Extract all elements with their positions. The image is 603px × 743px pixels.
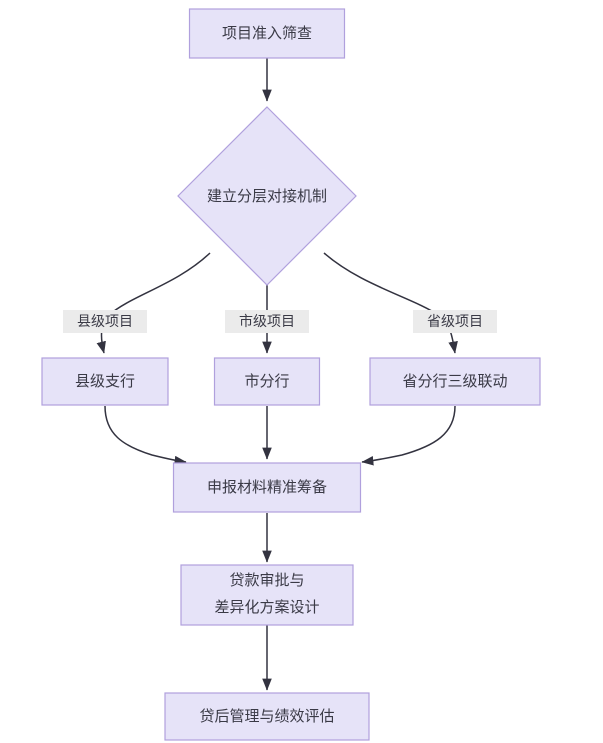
node-tiered-docking-mechanism-label: 建立分层对接机制	[207, 188, 327, 205]
node-city-branch-shape[interactable]	[213, 357, 321, 406]
edge-label-city: 市级项目	[225, 310, 309, 333]
edge-n5-n6	[361, 405, 456, 466]
node-post-loan-management-shape[interactable]	[164, 692, 370, 741]
node-county-branch-label: 县级支行	[75, 373, 135, 390]
node-post-loan-management-label: 贷后管理与绩效评估	[199, 708, 334, 725]
node-application-material-preparation-shape[interactable]	[172, 462, 362, 513]
node-application-material-preparation[interactable]: 申报材料精准筹备	[172, 462, 362, 513]
node-tiered-docking-mechanism-shape[interactable]	[177, 106, 357, 286]
node-city-branch-label: 市分行	[244, 373, 289, 390]
edge-label-county-bg	[63, 310, 147, 333]
node-loan-approval-and-differentiated-design[interactable]: 贷款审批与 差异化方案设计	[180, 564, 354, 626]
node-city-branch[interactable]: 市分行	[213, 357, 321, 406]
edge-label-county-text: 县级项目	[77, 313, 133, 329]
node-county-branch[interactable]: 县级支行	[41, 357, 169, 406]
edge-label-city-text: 市级项目	[239, 313, 295, 329]
node-layer: 项目准入筛查 建立分层对接机制 县级支行 市分行 省分行三级联动 申报材料精准筹	[41, 8, 541, 741]
node-provincial-three-tier-linkage-shape[interactable]	[369, 357, 541, 406]
edge-n3-n6	[104, 405, 187, 466]
node-project-access-screening[interactable]: 项目准入筛查	[188, 8, 346, 59]
node-project-access-screening-label: 项目准入筛查	[222, 25, 312, 42]
edge-label-province-bg	[413, 310, 497, 333]
node-loan-approval-and-differentiated-design-shape[interactable]	[180, 564, 354, 626]
node-county-branch-shape[interactable]	[41, 357, 169, 406]
node-loan-approval-label-line2: 差异化方案设计	[214, 598, 319, 616]
node-tiered-docking-mechanism[interactable]: 建立分层对接机制	[177, 106, 357, 286]
edge-label-province: 省级项目	[413, 310, 497, 333]
edge-layer	[96, 58, 458, 691]
edge-label-province-text: 省级项目	[427, 313, 483, 329]
node-post-loan-management-and-performance-evaluation[interactable]: 贷后管理与绩效评估	[164, 692, 370, 741]
edge-label-county: 县级项目	[63, 310, 147, 333]
node-application-material-preparation-label: 申报材料精准筹备	[207, 479, 327, 496]
edge-n2-n5	[323, 252, 458, 354]
node-project-access-screening-shape[interactable]	[188, 8, 346, 59]
node-provincial-three-tier-linkage-label: 省分行三级联动	[402, 373, 507, 390]
node-loan-approval-label-line1: 贷款审批与	[229, 572, 304, 589]
node-provincial-three-tier-linkage[interactable]: 省分行三级联动	[369, 357, 541, 406]
edge-n2-n3	[96, 252, 211, 354]
edge-label-city-bg	[225, 310, 309, 333]
edge-label-layer: 县级项目 市级项目 省级项目	[63, 310, 497, 333]
